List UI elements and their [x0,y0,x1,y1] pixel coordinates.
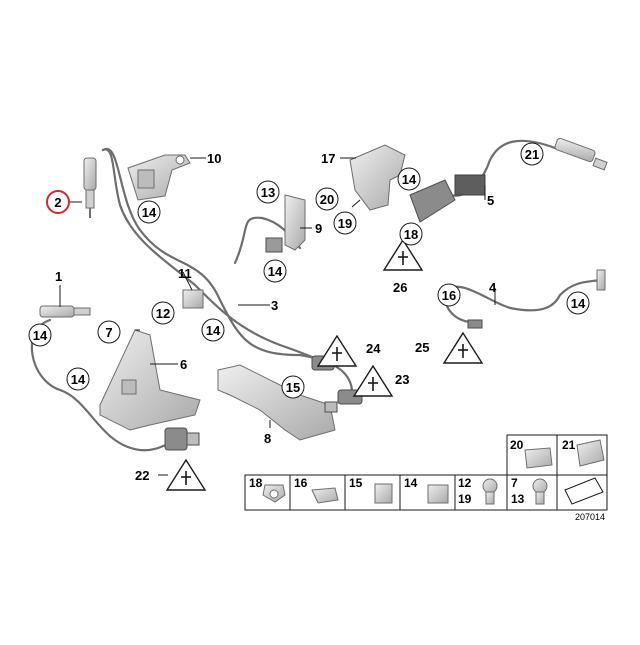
callout-12[interactable]: 12 [156,306,170,321]
callout-10[interactable]: 10 [207,151,221,166]
callout-2[interactable]: 2 [54,195,61,210]
control-unit-part-18 [409,174,486,223]
bracket-part-8 [217,364,336,441]
legend-label-21: 21 [562,438,576,452]
callout-14[interactable]: 14 [206,323,221,338]
leader-lines [59,157,496,476]
legend-pictograms [262,439,605,505]
callout-1[interactable]: 1 [55,269,62,284]
clip-part-11 [182,289,204,309]
callout-14[interactable]: 14 [142,205,157,220]
warning-triangle-icon [165,238,484,491]
bracket-part-6 [99,329,201,431]
drawing-number: 207014 [575,512,605,522]
bracket-part-10 [127,154,191,201]
callout-14[interactable]: 14 [71,372,86,387]
callout-20[interactable]: 20 [320,192,334,207]
legend-label-7: 7 [511,476,518,490]
callout-5[interactable]: 5 [487,193,494,208]
legend-label-15: 15 [349,476,363,490]
legend-label-19: 19 [458,492,472,506]
bracket-part-9 [265,194,306,253]
callout-26[interactable]: 26 [393,280,407,295]
highlight-ring [46,190,70,214]
bracket-part-17 [349,144,406,211]
arrow-icon [564,477,604,505]
callout-11[interactable]: 11 [178,266,192,281]
connector-part-22 [164,427,200,451]
callout-14[interactable]: 14 [33,328,48,343]
callout-3[interactable]: 3 [271,298,278,313]
legend-label-16: 16 [294,476,308,490]
callout-14[interactable]: 14 [571,296,586,311]
callout-8[interactable]: 8 [264,431,271,446]
callout-23[interactable]: 23 [395,372,409,387]
sensor-part-21 [554,137,608,171]
legend-label-14: 14 [404,476,418,490]
callout-9[interactable]: 9 [315,221,322,236]
callout-25[interactable]: 25 [415,340,429,355]
plug-icon [181,251,468,485]
callout-16[interactable]: 16 [442,288,456,303]
legend-label-18: 18 [249,476,263,490]
sensor-part-2 [83,157,97,218]
plain-callouts: 10 1 11 3 6 8 9 17 5 4 26 24 25 23 22 [55,151,497,483]
callout-4[interactable]: 4 [489,280,497,295]
callout-17[interactable]: 17 [321,151,335,166]
legend-label-12: 12 [458,476,472,490]
connector-part-16 [467,319,483,329]
callout-19[interactable]: 19 [338,216,352,231]
circled-callouts: 2 14 14 14 7 12 14 13 14 20 19 14 18 21 … [28,142,590,399]
callout-14[interactable]: 14 [402,172,417,187]
legend-table: 20 21 18 16 15 14 12 19 7 13 207014 [244,434,608,522]
callout-21[interactable]: 21 [525,147,539,162]
cable-part-3b [101,148,332,367]
callout-22[interactable]: 22 [135,468,149,483]
cable-part-1 [30,318,182,452]
callout-13[interactable]: 13 [261,185,275,200]
legend-label-20: 20 [510,438,524,452]
callout-7[interactable]: 7 [105,325,112,340]
callout-24[interactable]: 24 [366,341,381,356]
sensor-part-1 [39,305,91,318]
callout-15[interactable]: 15 [286,380,300,395]
callout-14[interactable]: 14 [268,264,283,279]
sensor-part-4-probe [596,269,606,291]
legend-label-13: 13 [511,492,525,506]
callout-6[interactable]: 6 [180,357,187,372]
callout-18[interactable]: 18 [404,227,418,242]
